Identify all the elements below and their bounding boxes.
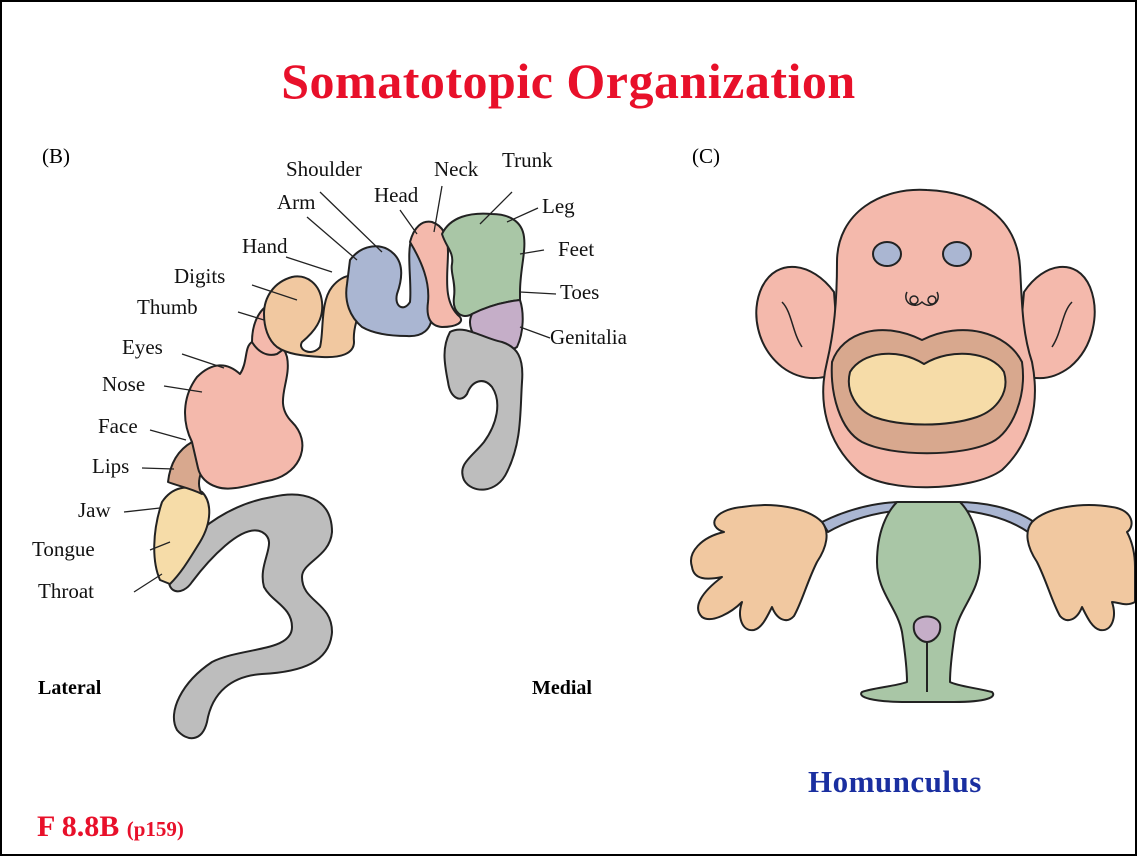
gray-cortex-medial [445, 330, 523, 490]
figure-number: F 8.8B [37, 810, 119, 843]
label-arm: Arm [277, 190, 316, 215]
label-face: Face [98, 414, 138, 439]
label-tongue: Tongue [32, 537, 95, 562]
label-jaw: Jaw [78, 498, 111, 523]
label-neck: Neck [434, 157, 478, 182]
homunculus-genitalia [914, 617, 941, 643]
label-lips: Lips [92, 454, 129, 479]
panel-c-letter: (C) [692, 144, 720, 169]
label-shoulder: Shoulder [286, 157, 362, 182]
label-trunk: Trunk [502, 148, 553, 173]
label-lateral: Lateral [38, 677, 101, 700]
label-throat: Throat [38, 579, 94, 604]
label-hand: Hand [242, 234, 288, 259]
label-genitalia: Genitalia [550, 325, 627, 350]
label-leg: Leg [542, 194, 575, 219]
homunculus-tongue [849, 354, 1006, 425]
homunculus-right-eye [943, 242, 971, 266]
figure-reference: F 8.8B (p159) [37, 810, 184, 844]
homunculus-caption: Homunculus [808, 764, 982, 800]
homunculus-right-hand [1027, 505, 1135, 630]
label-medial: Medial [532, 677, 592, 700]
label-head: Head [374, 183, 418, 208]
label-thumb: Thumb [137, 295, 198, 320]
homunculus-left-eye [873, 242, 901, 266]
panel-b-letter: (B) [42, 144, 70, 169]
label-nose: Nose [102, 372, 145, 397]
label-digits: Digits [174, 264, 225, 289]
label-feet: Feet [558, 237, 594, 262]
label-toes: Toes [560, 280, 599, 305]
homunculus-left-hand [691, 505, 827, 630]
label-eyes: Eyes [122, 335, 163, 360]
figure-page: (p159) [127, 817, 184, 841]
